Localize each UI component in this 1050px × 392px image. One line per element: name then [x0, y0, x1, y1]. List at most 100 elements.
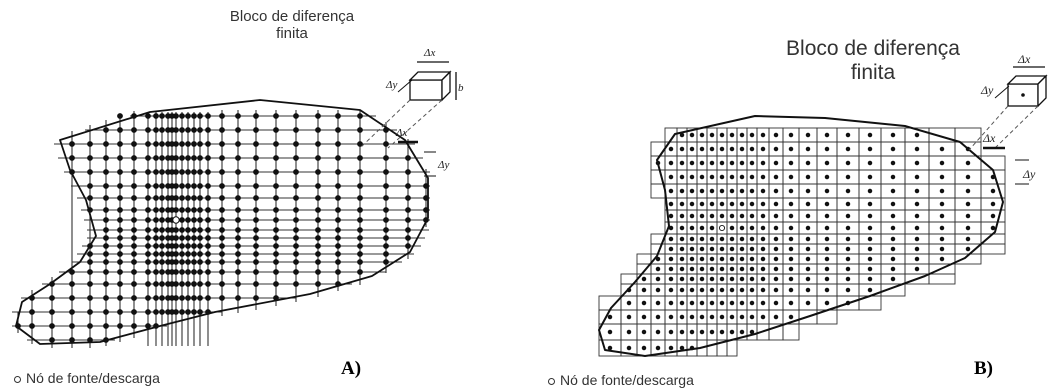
panel-b-title-line1: Bloco de diferença — [786, 37, 960, 60]
grid-node — [405, 243, 411, 249]
cell-node — [709, 236, 715, 242]
grid-node — [357, 235, 363, 241]
cell-node — [805, 276, 811, 282]
cell-node — [939, 236, 945, 242]
cell-node — [729, 201, 735, 207]
grid-node — [173, 235, 179, 241]
grid-node — [191, 127, 197, 133]
grid-node — [357, 141, 363, 147]
cell-node — [739, 236, 745, 242]
grid-node — [293, 169, 299, 175]
cell-node — [773, 132, 779, 138]
grid-node — [103, 195, 109, 201]
cell-node — [760, 225, 766, 231]
grid-node — [253, 259, 259, 265]
grid-node — [383, 259, 389, 265]
cell-node — [760, 236, 766, 242]
cell-node — [668, 276, 674, 282]
grid-node — [335, 183, 341, 189]
cell-node — [760, 276, 766, 282]
cell-node — [729, 213, 735, 219]
cell-node — [890, 174, 896, 180]
cell-node — [773, 276, 779, 282]
cell-node — [679, 314, 685, 320]
cell-node — [890, 201, 896, 207]
cell-node — [729, 266, 735, 272]
grid-node — [103, 127, 109, 133]
cell-node — [788, 213, 794, 219]
grid-node — [191, 169, 197, 175]
grid-cell — [980, 243, 1006, 255]
cell-node — [914, 160, 920, 166]
cell-node — [760, 160, 766, 166]
cell-node — [788, 146, 794, 152]
grid-node — [153, 113, 159, 119]
grid-node — [205, 251, 211, 257]
grid-node — [185, 217, 191, 223]
grid-node — [159, 251, 165, 257]
cell-node — [709, 246, 715, 252]
cell-node — [890, 188, 896, 194]
grid-node — [219, 243, 225, 249]
cell-node — [773, 146, 779, 152]
grid-node — [293, 141, 299, 147]
cell-node — [729, 174, 735, 180]
grid-node — [117, 243, 123, 249]
cell-node — [668, 329, 674, 335]
grid-cell — [928, 273, 956, 285]
grid-cell — [650, 141, 666, 157]
cell-node — [689, 236, 695, 242]
grid-node — [117, 295, 123, 301]
grid-node — [87, 195, 93, 201]
grid-node — [153, 269, 159, 275]
grid-node — [197, 235, 203, 241]
grid-node — [179, 217, 185, 223]
cell-node — [867, 246, 873, 252]
leader-line — [992, 105, 1039, 151]
grid-node — [185, 259, 191, 265]
grid-node — [69, 269, 75, 275]
grid-node — [131, 141, 137, 147]
grid-node — [205, 295, 211, 301]
source-node-icon — [548, 377, 555, 385]
grid-node — [185, 195, 191, 201]
grid-node — [315, 169, 321, 175]
cell-node — [805, 266, 811, 272]
grid-node — [131, 183, 137, 189]
cell-node — [773, 188, 779, 194]
grid-node — [131, 207, 137, 213]
grid-node — [235, 243, 241, 249]
cell-node — [699, 314, 705, 320]
grid-node — [179, 309, 185, 315]
grid-node — [153, 195, 159, 201]
grid-node — [145, 217, 151, 223]
grid-node — [219, 295, 225, 301]
cell-node — [824, 225, 830, 231]
grid-node — [179, 269, 185, 275]
cell-node — [805, 146, 811, 152]
cell-node — [890, 256, 896, 262]
grid-node — [335, 113, 341, 119]
grid-node — [173, 183, 179, 189]
grid-node — [173, 309, 179, 315]
cell-node — [679, 266, 685, 272]
grid-cell — [636, 253, 652, 265]
grid-node — [273, 141, 279, 147]
grid-node — [179, 113, 185, 119]
cell-node — [760, 256, 766, 262]
cell-node — [699, 188, 705, 194]
grid-node — [315, 243, 321, 249]
cell-node — [668, 266, 674, 272]
grid-node — [335, 207, 341, 213]
grid-node — [235, 269, 241, 275]
cell-node — [845, 213, 851, 219]
cell-node — [749, 174, 755, 180]
grid-node — [205, 169, 211, 175]
grid-node — [145, 183, 151, 189]
cell-node — [805, 300, 811, 306]
grid-node — [131, 251, 137, 257]
cell-node — [749, 246, 755, 252]
cell-node — [709, 146, 715, 152]
cell-node — [689, 160, 695, 166]
grid-node — [191, 113, 197, 119]
